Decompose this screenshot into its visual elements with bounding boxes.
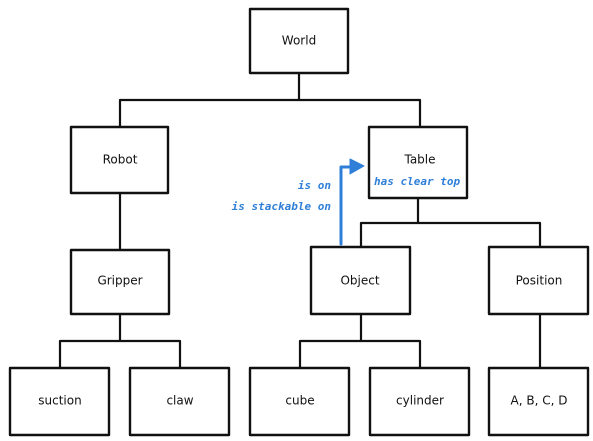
- node-label: Table: [403, 153, 435, 167]
- node-suction: suction: [8, 366, 111, 437]
- node-robot: Robot: [69, 125, 170, 195]
- node-world: World: [248, 7, 350, 75]
- node-label: World: [282, 34, 316, 48]
- node-label: cube: [285, 394, 314, 408]
- node-position: Position: [487, 245, 590, 316]
- connector-world-children: [118, 71, 422, 129]
- node-positions: A, B, C, D: [487, 366, 590, 437]
- relation-label-has-clear-top: has clear top: [374, 175, 460, 188]
- node-label: Robot: [103, 153, 138, 167]
- node-table: Table: [367, 125, 469, 200]
- connector-object-children: [298, 312, 422, 370]
- node-gripper: Gripper: [69, 248, 171, 316]
- relation-arrow: [339, 158, 365, 246]
- relation-label-is-on: is on: [298, 179, 331, 192]
- connector-gripper-children: [58, 312, 182, 370]
- node-label: Position: [516, 274, 563, 288]
- node-label: A, B, C, D: [511, 394, 568, 408]
- node-label: Gripper: [97, 274, 142, 288]
- connectors: [58, 71, 542, 370]
- node-object: Object: [309, 245, 412, 316]
- node-label: suction: [38, 394, 81, 408]
- node-claw: claw: [128, 366, 231, 437]
- node-label: claw: [166, 394, 193, 408]
- node-label: cylinder: [396, 394, 444, 408]
- relation-label-is-stackable-on: is stackable on: [232, 200, 332, 213]
- node-cube: cube: [248, 366, 351, 437]
- node-label: Object: [340, 274, 379, 288]
- arrowhead-icon: [349, 158, 365, 175]
- connector-table-children: [359, 196, 542, 249]
- node-cylinder: cylinder: [368, 366, 471, 437]
